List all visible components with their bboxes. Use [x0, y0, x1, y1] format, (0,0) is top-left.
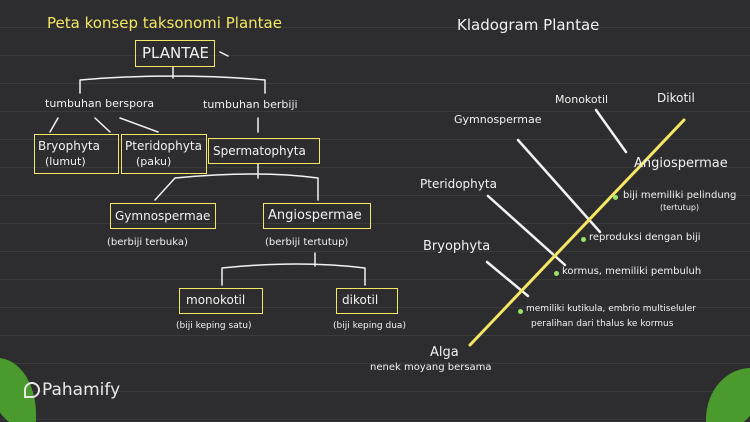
node-tumbuhan-berbiji: tumbuhan berbiji	[203, 98, 298, 111]
node-dikotil-box	[336, 288, 398, 314]
node-tumbuhan-berspora: tumbuhan berspora	[45, 97, 155, 110]
node-angiospermae-box	[263, 203, 371, 229]
node-bryophyta-note: (lumut)	[45, 155, 86, 168]
pahamify-logo: Pahamify	[24, 380, 120, 400]
trait-pelindung: biji memiliki pelindung	[623, 190, 737, 201]
trait-bullet-kormus	[554, 271, 559, 276]
node-pteridophyta-note: (paku)	[136, 155, 172, 168]
node-pteridophyta-box	[121, 134, 207, 174]
connector-angiospermae	[221, 252, 366, 286]
node-gymnospermae-note: (berbiji terbuka)	[107, 237, 188, 248]
clade-dikotil: Dikotil	[657, 91, 695, 105]
branch-pteridophyta	[486, 194, 567, 267]
node-plantae: PLANTAE	[142, 44, 209, 62]
node-plantae-box	[135, 40, 215, 67]
node-monokotil-note: (biji keping satu)	[176, 321, 252, 331]
trait-bullet-reproduksi	[581, 237, 586, 242]
node-bryophyta-box	[34, 134, 119, 174]
branch-monokotil	[594, 108, 628, 154]
trait-kutikula-line2: peralihan dari thalus ke kormus	[531, 319, 674, 329]
node-gymnospermae-box	[110, 203, 216, 229]
connector-root	[79, 66, 266, 94]
clade-bryophyta: Bryophyta	[423, 239, 491, 254]
connector-spora	[49, 117, 159, 133]
concept-map-title: Peta konsep taksonomi Plantae	[47, 14, 282, 32]
node-angiospermae-note: (berbiji tertutup)	[265, 237, 349, 248]
clade-pteridophyta: Pteridophyta	[420, 177, 497, 191]
node-bryophyta: Bryophyta	[38, 139, 100, 153]
trait-reproduksi: reproduksi dengan biji	[589, 232, 701, 243]
trait-kormus: kormus, memiliki pembuluh	[562, 266, 702, 277]
node-monokotil: monokotil	[186, 293, 246, 307]
branch-main-trunk	[468, 118, 686, 347]
node-dikotil-note: (biji keping dua)	[333, 321, 406, 331]
connector-title-tick	[219, 51, 229, 57]
clade-monokotil: Monokotil	[555, 93, 609, 106]
clade-alga: Alga	[430, 345, 459, 360]
cladogram-title: Kladogram Plantae	[457, 16, 600, 34]
clade-gymnospermae: Gymnospermae	[454, 113, 542, 126]
node-gymnospermae: Gymnospermae	[115, 209, 211, 223]
node-spermatophyta: Spermatophyta	[213, 144, 306, 158]
pahamify-logo-icon	[24, 382, 40, 398]
trait-bullet-kutikula	[518, 309, 523, 314]
node-pteridophyta: Pteridophyta	[125, 139, 202, 153]
connector-spermatophyta	[154, 163, 319, 201]
node-spermatophyta-box	[208, 138, 320, 164]
node-dikotil: dikotil	[342, 293, 379, 307]
clade-angiospermae: Angiospermae	[634, 156, 728, 171]
brand-name: Pahamify	[42, 380, 121, 400]
ancestor-label: nenek moyang bersama	[370, 362, 492, 373]
trait-bullet-pelindung	[613, 195, 618, 200]
trait-kutikula: memiliki kutikula, embrio multiseluler	[526, 304, 696, 314]
node-angiospermae: Angiospermae	[268, 208, 362, 223]
node-monokotil-box	[179, 288, 263, 314]
branch-gymnospermae	[516, 138, 602, 234]
trait-pelindung-note: (tertutup)	[660, 203, 700, 212]
